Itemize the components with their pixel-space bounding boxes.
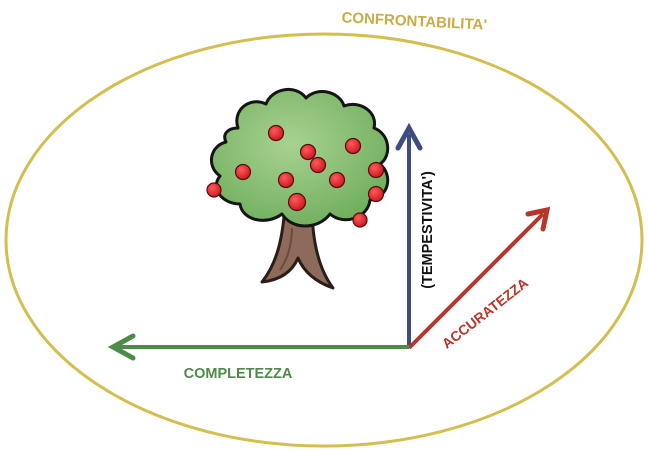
completeness-arrow	[107, 333, 409, 361]
apple	[234, 163, 252, 181]
accuracy-arrow	[407, 206, 551, 350]
accuracy-label: ACCURATEZZA	[439, 275, 531, 352]
apple	[287, 192, 307, 212]
apple	[344, 137, 362, 155]
apples	[206, 124, 385, 228]
timeliness-label: (TEMPESTIVITA')	[420, 171, 436, 289]
apple	[299, 143, 317, 161]
apple	[367, 185, 385, 203]
apple	[277, 171, 295, 189]
tree-foliage	[210, 88, 390, 228]
apple	[267, 124, 285, 142]
apple	[309, 156, 327, 174]
apple-tree-icon	[206, 88, 390, 290]
apple	[352, 212, 368, 228]
completeness-label: COMPLETEZZA	[184, 366, 293, 382]
apple	[328, 171, 346, 189]
apple	[367, 161, 385, 179]
tree-trunk	[260, 203, 335, 290]
timeliness-arrow	[395, 122, 423, 348]
comparability-ellipse	[4, 32, 644, 448]
comparability-label: CONFRONTABILITA'	[341, 9, 487, 34]
apple	[206, 182, 222, 198]
